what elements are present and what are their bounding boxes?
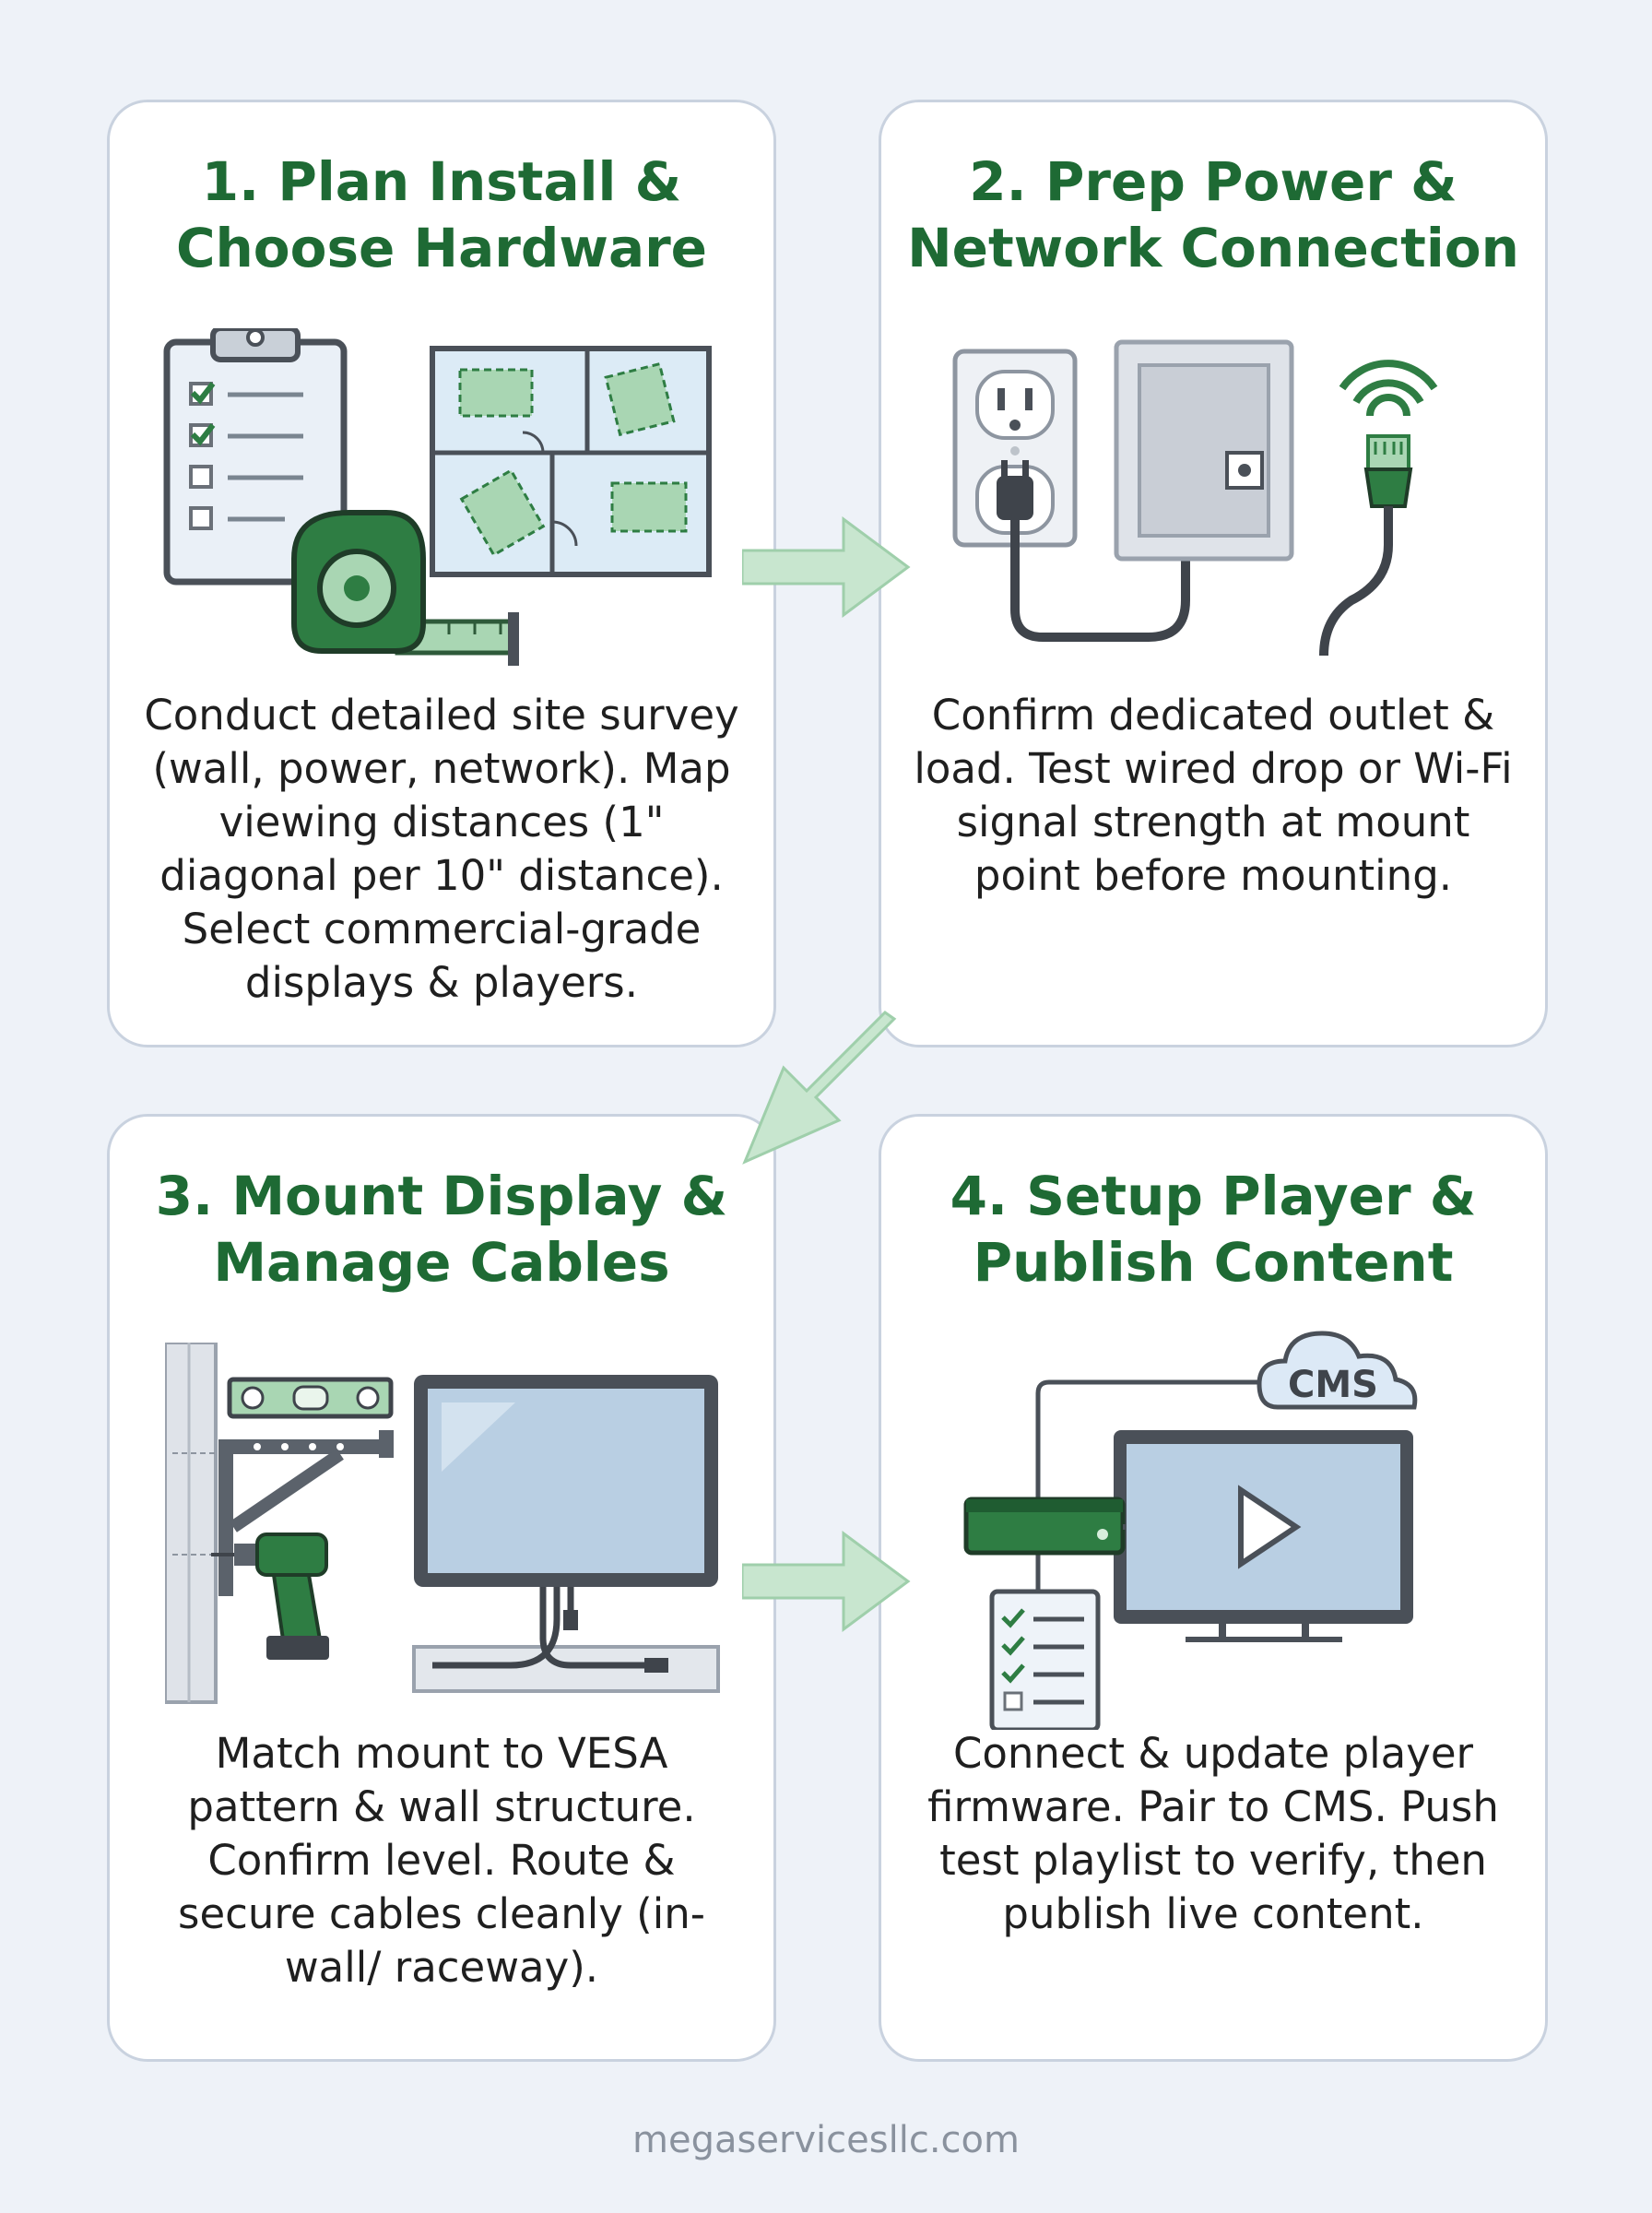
step-1-title: 1. Plan Install & Choose Hardware bbox=[128, 148, 755, 281]
step-1-title-line-2: Choose Hardware bbox=[175, 217, 708, 279]
arrow-step-3-to-4 bbox=[742, 1531, 911, 1632]
media-player-icon bbox=[963, 1497, 1127, 1556]
step-3-illustration bbox=[165, 1343, 720, 1704]
cloud-icon: CMS bbox=[1257, 1331, 1418, 1410]
cable-raceway-icon bbox=[412, 1587, 720, 1693]
step-4-title-line-1: 4. Setup Player & bbox=[950, 1165, 1477, 1227]
step-1-card: 1. Plan Install & Choose Hardware bbox=[107, 100, 776, 1047]
wall-bracket-icon bbox=[218, 1430, 394, 1596]
footer-website: megaservicesllc.com bbox=[632, 2119, 1020, 2161]
floor-plan-icon bbox=[430, 346, 712, 577]
wall-plate-icon bbox=[1114, 339, 1294, 562]
step-3-card: 3. Mount Display & Manage Cables bbox=[107, 1114, 776, 2062]
drill-icon bbox=[211, 1533, 329, 1660]
step-4-title: 4. Setup Player & Publish Content bbox=[900, 1163, 1527, 1296]
step-2-illustration bbox=[952, 339, 1438, 657]
wifi-icon bbox=[1339, 360, 1438, 417]
step-1-title-line-1: 1. Plan Install & bbox=[201, 150, 682, 213]
screen-play-icon bbox=[1114, 1430, 1413, 1642]
step-4-title-line-2: Publish Content bbox=[973, 1231, 1454, 1294]
display-icon bbox=[414, 1375, 718, 1587]
checklist-icon bbox=[989, 1589, 1101, 1730]
step-3-title-line-1: 3. Mount Display & bbox=[155, 1165, 728, 1227]
tape-measure-icon bbox=[291, 510, 519, 666]
clipboard-checklist-icon bbox=[163, 328, 348, 586]
arrow-step-2-to-3 bbox=[742, 1011, 897, 1165]
cms-label: CMS bbox=[1288, 1364, 1378, 1406]
step-3-title: 3. Mount Display & Manage Cables bbox=[128, 1163, 755, 1296]
level-icon bbox=[227, 1377, 394, 1419]
step-4-illustration: CMS bbox=[963, 1331, 1418, 1730]
step-3-description: Match mount to VESA pattern & wall struc… bbox=[178, 1729, 705, 1992]
ethernet-cable-icon bbox=[1319, 434, 1413, 657]
step-3-title-line-2: Manage Cables bbox=[213, 1231, 670, 1294]
step-2-title-line-1: 2. Prep Power & bbox=[969, 150, 1457, 213]
arrow-step-1-to-2 bbox=[742, 516, 911, 618]
wall-stud-icon bbox=[165, 1343, 218, 1704]
step-2-description: Confirm dedicated outlet & load. Test wi… bbox=[914, 691, 1513, 900]
step-4-description: Connect & update player firmware. Pair t… bbox=[927, 1729, 1499, 1938]
step-1-illustration bbox=[163, 328, 712, 666]
step-2-card: 2. Prep Power & Network Connection bbox=[879, 100, 1548, 1047]
step-2-title-line-2: Network Connection bbox=[907, 217, 1519, 279]
step-4-card: 4. Setup Player & Publish Content CMS bbox=[879, 1114, 1548, 2062]
step-2-title: 2. Prep Power & Network Connection bbox=[900, 148, 1527, 281]
step-1-description: Conduct detailed site survey (wall, powe… bbox=[144, 691, 739, 1007]
